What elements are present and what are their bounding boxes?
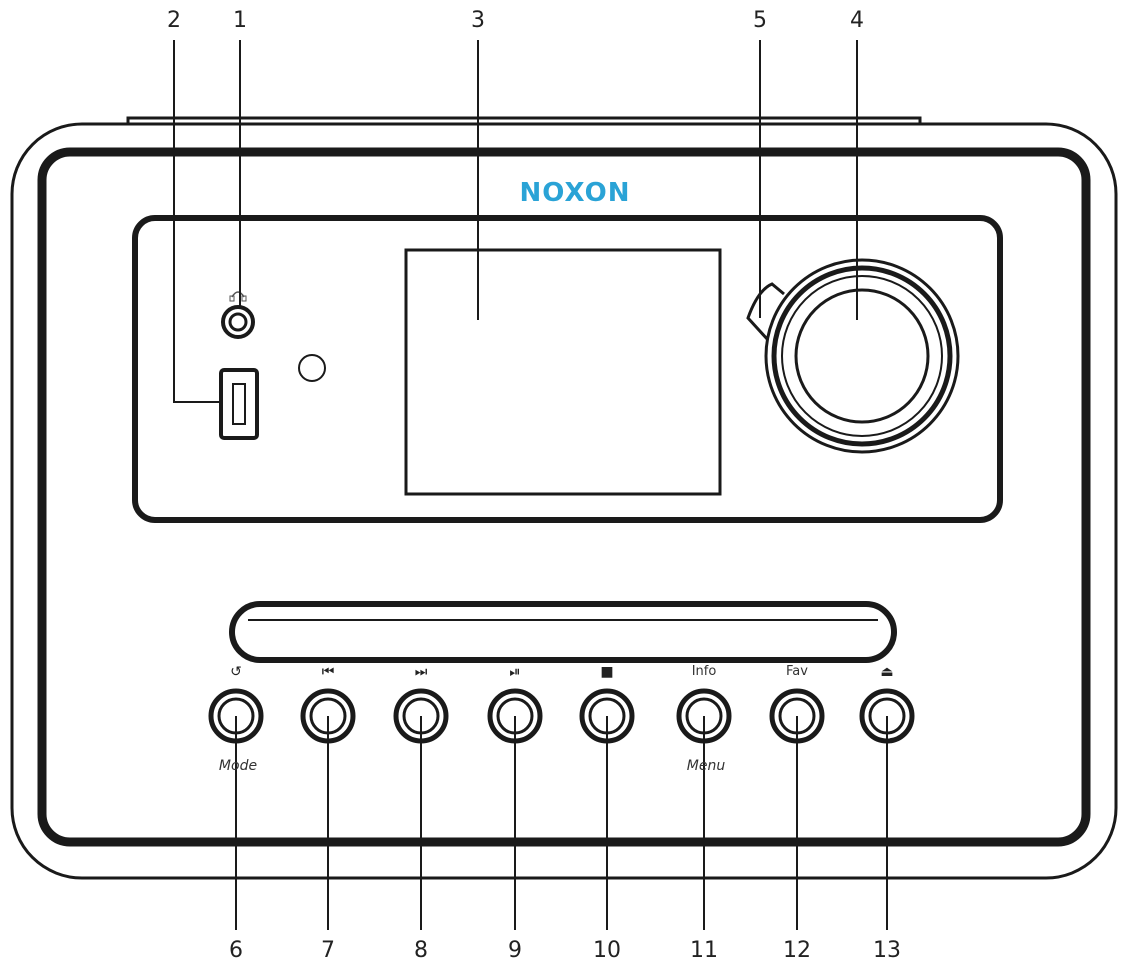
callout-number-10: 10 <box>593 938 621 963</box>
info-menu-top-label: Info <box>691 664 717 679</box>
brand-logo: NOXON <box>519 178 631 208</box>
ir-sensor <box>298 354 326 382</box>
callout-number-8: 8 <box>414 938 428 963</box>
callout-number-7: 7 <box>321 938 335 963</box>
device-housing-outer <box>10 122 1118 880</box>
callout-number-4: 4 <box>850 8 864 33</box>
power-icon: ↺ <box>230 664 242 680</box>
headphone-icon <box>229 291 247 302</box>
display-screen <box>404 248 722 496</box>
usb-port-slot <box>232 383 246 425</box>
usb-port[interactable] <box>219 368 259 440</box>
callout-number-3: 3 <box>471 8 485 33</box>
info-menu-sub-label: Menu <box>686 758 726 774</box>
callout-number-5: 5 <box>753 8 767 33</box>
headphone-jack[interactable] <box>221 305 255 339</box>
cd-slot[interactable] <box>229 601 897 663</box>
leader-line-2 <box>173 40 221 403</box>
play-pause-icon: ⏯ <box>509 664 521 680</box>
mode-sub-label: Mode <box>218 758 258 774</box>
callout-number-6: 6 <box>229 938 243 963</box>
callout-number-13: 13 <box>873 938 901 963</box>
eject-icon: ⏏ <box>880 664 894 680</box>
callout-number-1: 1 <box>233 8 247 33</box>
device-top-edge <box>126 116 922 124</box>
fav-top-label: Fav <box>786 664 808 679</box>
control-knob[interactable] <box>764 258 960 454</box>
callout-number-9: 9 <box>508 938 522 963</box>
callout-number-12: 12 <box>783 938 811 963</box>
skip-back-icon: ⏮ <box>321 664 335 680</box>
skip-forward-icon: ⏭ <box>414 664 428 680</box>
control-panel-recess <box>132 215 1003 523</box>
device-front-panel <box>37 147 1091 847</box>
callout-number-11: 11 <box>690 938 718 963</box>
callout-number-2: 2 <box>167 8 181 33</box>
stop-icon: ■ <box>600 664 614 680</box>
